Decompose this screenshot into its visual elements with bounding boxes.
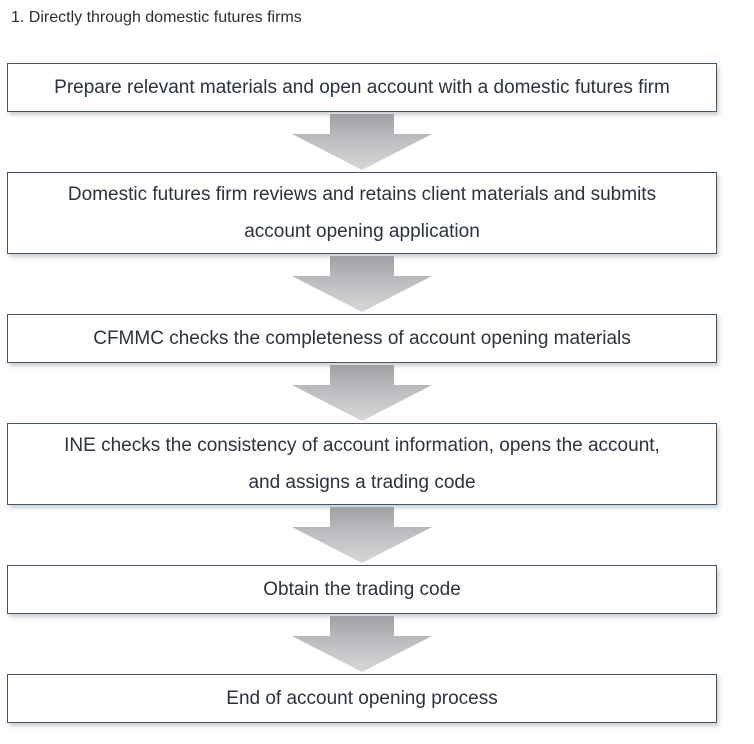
page-title: 1. Directly through domestic futures fir… [11, 9, 302, 26]
flow-step-prepare-materials: Prepare relevant materials and open acco… [7, 63, 717, 112]
flow-step-end-process: End of account opening process [7, 674, 717, 723]
flow-step-firm-reviews: Domestic futures firm reviews and retain… [7, 172, 717, 254]
flow-step-ine-checks: INE checks the consistency of account in… [7, 423, 717, 505]
flowchart: Prepare relevant materials and open acco… [7, 63, 717, 723]
down-arrow-icon [292, 616, 432, 672]
down-arrow-icon [292, 507, 432, 563]
flow-step-obtain-code: Obtain the trading code [7, 565, 717, 614]
flow-step-cfmmc-checks: CFMMC checks the completeness of account… [7, 314, 717, 363]
down-arrow-icon [292, 365, 432, 421]
down-arrow-icon [292, 114, 432, 170]
down-arrow-icon [292, 256, 432, 312]
